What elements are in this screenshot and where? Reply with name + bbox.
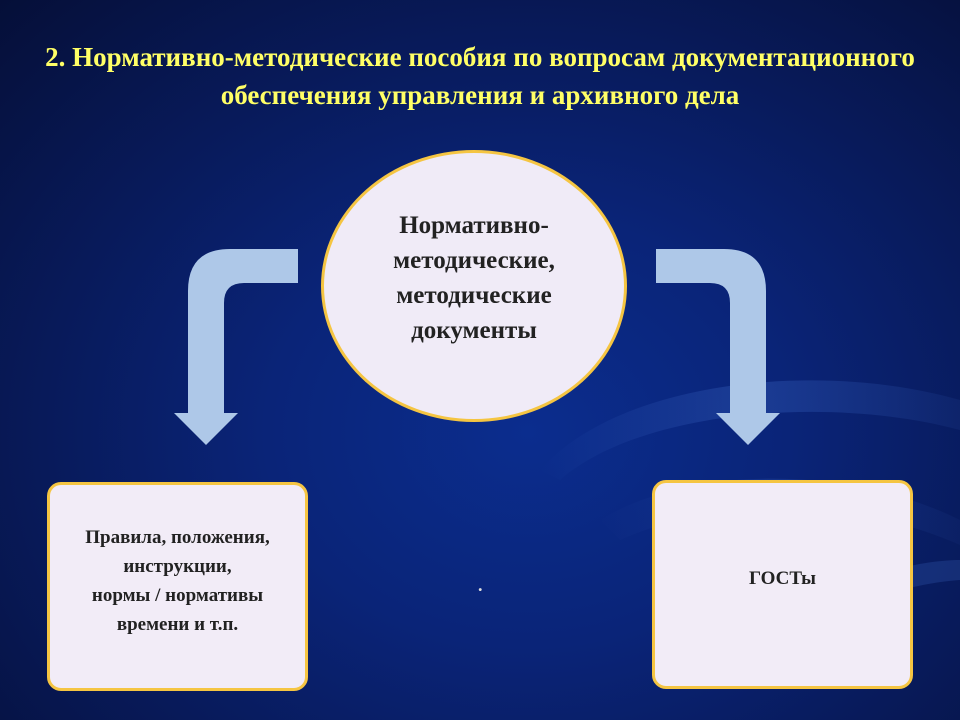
left-box-rules: Правила, положения, инструкции, нормы / …	[47, 482, 308, 691]
right-box-gosts: ГОСТы	[652, 480, 913, 689]
center-node-label: Нормативно- методические, методические д…	[393, 208, 555, 348]
arrow-to-right-box	[656, 249, 780, 445]
slide-title: 2. Нормативно-методические пособия по во…	[45, 42, 915, 110]
center-node-line-1: Нормативно-	[399, 212, 549, 239]
left-box-line-3: нормы / нормативы	[91, 584, 264, 606]
center-node-line-4: документы	[411, 317, 537, 344]
left-box-line-1: Правила, положения,	[85, 526, 270, 548]
center-node: Нормативно- методические, методические д…	[321, 150, 627, 422]
left-box-label: Правила, положения, инструкции, нормы / …	[85, 523, 269, 639]
right-box-label: ГОСТы	[749, 567, 816, 589]
arrow-to-left-box	[174, 249, 298, 445]
center-node-line-3: методические	[396, 282, 552, 309]
left-box-line-4: времени и т.п.	[116, 613, 239, 635]
middle-dot: .	[478, 575, 483, 595]
left-box-line-2: инструкции,	[123, 555, 232, 577]
center-node-line-2: методические,	[393, 247, 555, 274]
